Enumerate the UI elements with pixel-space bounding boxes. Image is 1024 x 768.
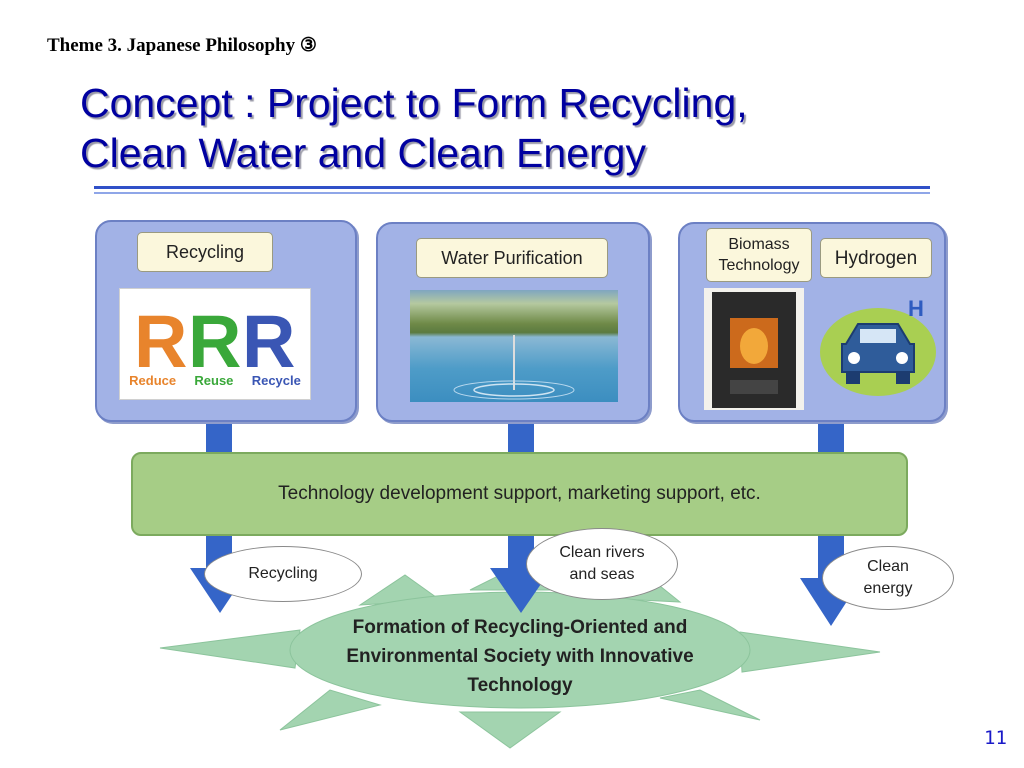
bubble-recycling: Recycling	[204, 546, 362, 602]
burst-ray-bottom	[458, 711, 562, 749]
hydrogen-label: Hydrogen	[820, 238, 932, 278]
panel-energy: Biomass Technology Hydrogen H	[678, 222, 946, 422]
panel-recycling: Recycling R R R Reduce Reuse Recycle	[95, 220, 357, 422]
water-label: Water Purification	[416, 238, 608, 278]
word-recycle: Recycle	[251, 373, 301, 388]
recycling-label: Recycling	[137, 232, 273, 272]
support-band: Technology development support, marketin…	[131, 452, 908, 536]
rrr-words: Reduce Reuse Recycle	[120, 373, 310, 388]
society-text-content: Formation of Recycling-Oriented and Envi…	[346, 616, 694, 696]
svg-text:R: R	[134, 300, 187, 383]
stove-photo	[704, 288, 804, 410]
title-line-2: Clean Water and Clean Energy	[80, 130, 646, 176]
svg-text:R: R	[242, 300, 295, 383]
rrr-letters-graphic: R R R	[134, 300, 295, 383]
stove-graphic	[712, 292, 796, 408]
rrr-logo: R R R Reduce Reuse Recycle	[119, 288, 311, 400]
word-reduce: Reduce	[129, 373, 177, 388]
title-line-1: Concept : Project to Form Recycling,	[80, 80, 748, 126]
burst-ray-left	[159, 629, 301, 669]
svg-text:R: R	[188, 300, 241, 383]
burst-ray-bottom-left	[279, 689, 382, 731]
biomass-label: Biomass Technology	[706, 228, 812, 282]
slide-title: Concept : Project to Form Recycling, Cle…	[80, 78, 748, 178]
bubble-clean-water-text: Clean rivers and seas	[559, 544, 645, 583]
society-text: Formation of Recycling-Oriented and Envi…	[290, 606, 750, 706]
bubble-clean-energy: Clean energy	[822, 546, 954, 610]
theme-label: Theme 3. Japanese Philosophy ③	[47, 35, 317, 56]
word-reuse: Reuse	[194, 373, 234, 388]
hydrogen-h-mark: H	[908, 296, 924, 321]
water-ripples-graphic	[453, 335, 575, 400]
water-photo	[410, 290, 618, 402]
title-rule-light	[94, 192, 930, 194]
car-icon	[820, 308, 936, 396]
hydrogen-graphic: H	[816, 294, 936, 412]
title-rule	[94, 186, 930, 189]
page-number: 11	[984, 727, 1007, 749]
burst-ray-bottom-right	[659, 689, 761, 721]
burst-ray-right	[739, 631, 881, 673]
bubble-clean-water: Clean rivers and seas	[526, 528, 678, 600]
bubble-clean-energy-text: Clean energy	[863, 558, 913, 597]
panel-water: Water Purification	[376, 222, 650, 422]
